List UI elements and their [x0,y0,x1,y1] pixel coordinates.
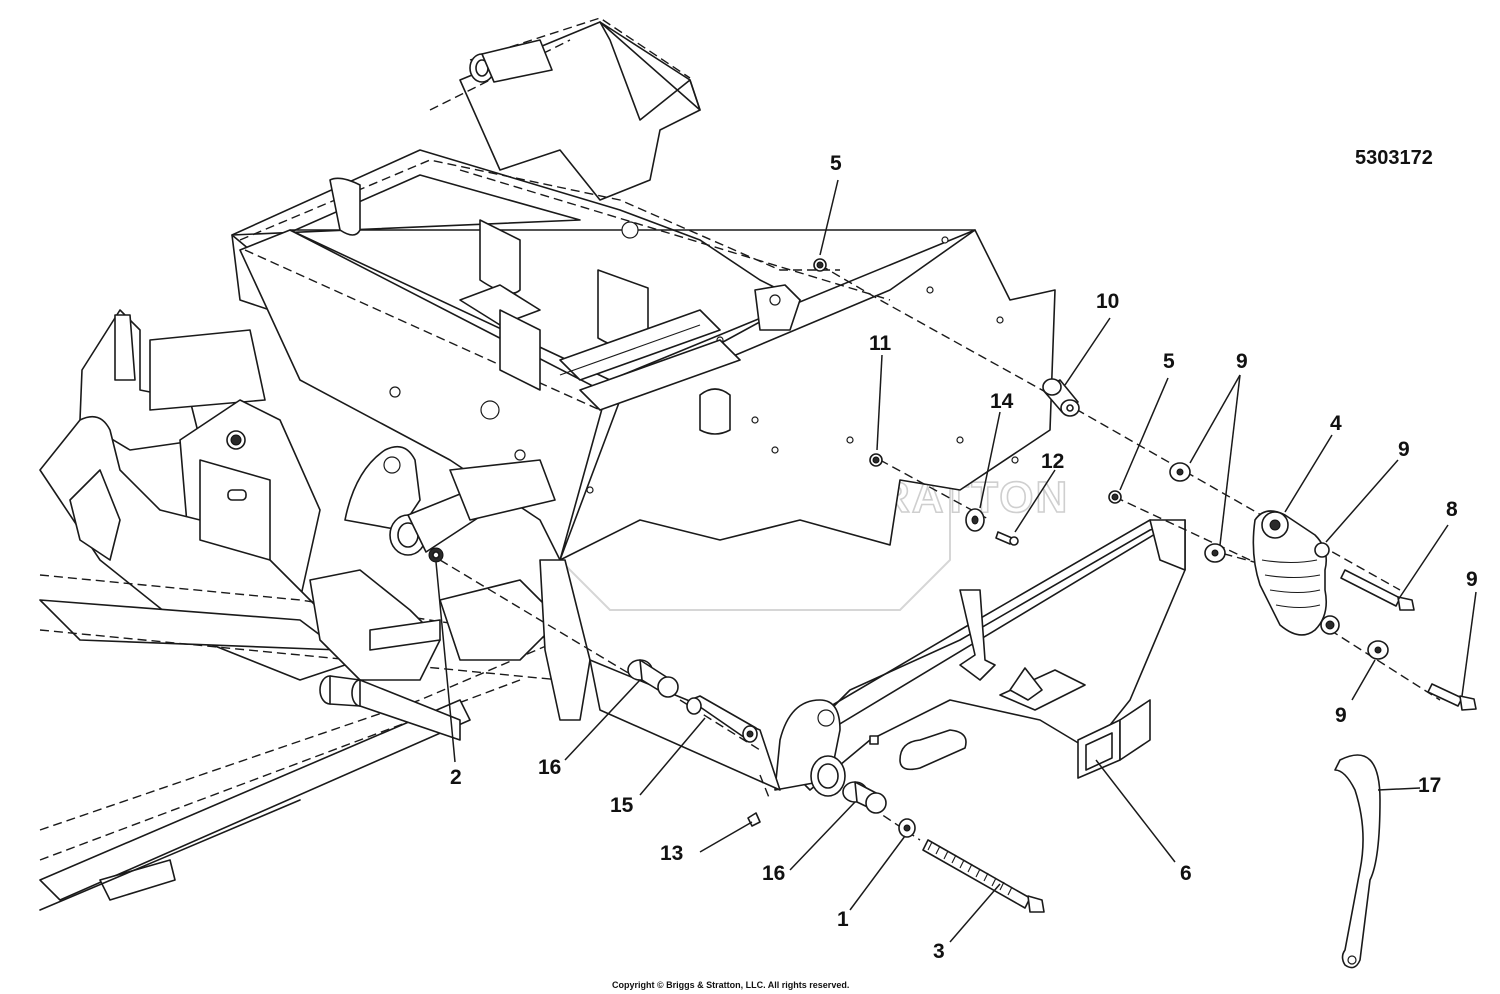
callout-5a: 5 [830,152,842,175]
part-9-washer-middle [1204,543,1226,563]
part-11-nut [869,453,883,467]
callout-6: 6 [1180,862,1192,885]
callout-8: 9 [1466,568,1478,591]
leader-lines [435,179,1477,943]
callout-2: 2 [450,766,462,789]
part-15-pivot-tube [686,695,758,743]
part-12-screw [995,531,1019,546]
callout-13: 13 [660,842,683,865]
part-14-washer [965,508,985,532]
part-10-spacer [1042,378,1080,417]
callout-16a: 16 [538,756,561,779]
callout-17: 17 [1418,774,1441,797]
part-7-bolt [1340,569,1415,611]
callout-1: 1 [837,908,849,931]
callout-3: 3 [933,940,945,963]
copyright-notice: Copyright © Briggs & Stratton, LLC. All … [612,980,849,990]
callout-5b: 5 [1163,350,1175,373]
part-9-washer-upper [1169,462,1191,482]
part-16-bushing-upper [627,659,679,698]
callout-15: 15 [610,794,634,817]
callout-12: 12 [1041,450,1064,473]
callout-16b: 16 [762,862,785,885]
front-pivot-assembly [344,445,556,563]
part-9-washer-lower [1367,640,1389,660]
callout-9a: 9 [1236,350,1248,373]
part-8-bolt [1427,683,1477,711]
callout-11: 11 [869,332,892,355]
part-5-locknut-top [813,258,827,272]
exploded-hardware [439,258,1477,969]
part-1-washer [898,818,916,838]
callout-10: 10 [1096,290,1119,313]
part-17-spanner-wrench [1334,754,1381,969]
chassis-frame [39,17,1056,911]
callout-7: 8 [1446,498,1458,521]
diagram-part-number: 5303172 [1355,147,1433,169]
callout-9b: 9 [1398,438,1410,461]
callouts: 5 10 11 5 9 14 12 4 9 8 9 9 17 2 16 15 1… [450,152,1478,963]
part-3-long-bolt [922,839,1045,913]
part-16-bushing-lower [842,781,887,814]
part-5-locknut-right [1108,490,1122,504]
callout-14: 14 [990,390,1014,413]
callout-9c: 9 [1335,704,1347,727]
callout-4: 4 [1330,412,1342,435]
front-lift-arm [589,519,1186,797]
part-4-shock-absorber [1252,510,1340,636]
